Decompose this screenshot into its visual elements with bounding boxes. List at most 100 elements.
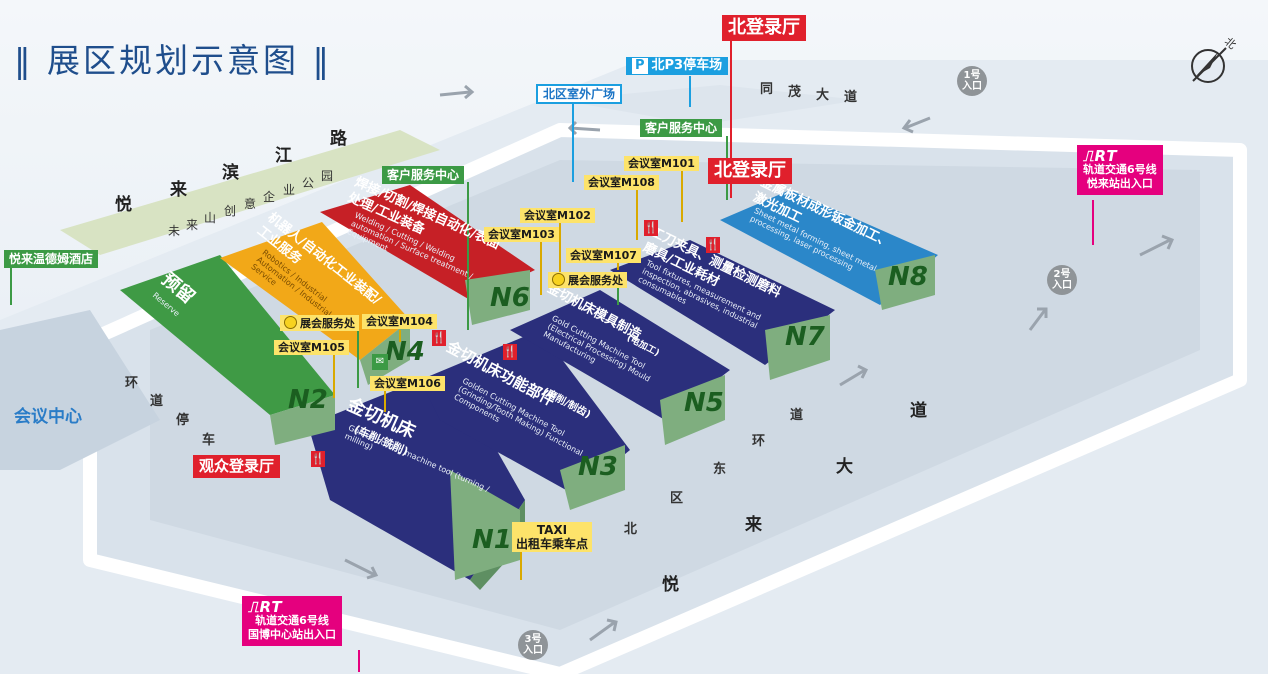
meeting-room-m108[interactable]: 会议室M108 — [584, 175, 659, 190]
hall-n8-number: N8 — [888, 262, 928, 292]
park-name-1: 未 — [168, 224, 181, 238]
road-ring-parking-3: 停 — [176, 413, 190, 428]
park-name-8: 公 — [302, 176, 315, 190]
road-east-ring-5: 道 — [790, 408, 804, 423]
park-name-6: 企 — [263, 190, 276, 204]
restaurant-icon: 🍴 — [432, 330, 446, 346]
road-tongmao-4: 道 — [844, 90, 858, 105]
entrance-2-line1: 2号 — [1053, 269, 1071, 280]
meeting-room-m103[interactable]: 会议室M103 — [484, 227, 559, 242]
service-point-north[interactable]: 展会服务处 — [548, 272, 627, 288]
meeting-room-m105[interactable]: 会议室M105 — [274, 340, 349, 355]
page-title-text: 展区规划示意图 — [47, 41, 299, 80]
road-binjiang-1: 悦 — [115, 195, 132, 215]
compass-icon — [1191, 47, 1227, 83]
service-point-south-label: 展会服务处 — [300, 317, 355, 330]
hall-n8[interactable] — [720, 190, 938, 310]
hall-n5-number: N5 — [684, 388, 724, 418]
post-office-icon: ✉ — [372, 354, 388, 370]
metro-guobo-station[interactable]: ⎍RT 轨道交通6号线 国博中心站出入口 — [242, 596, 342, 646]
hotel-label[interactable]: 悦来温德姆酒店 — [4, 250, 99, 268]
entrance-3-line1: 3号 — [524, 634, 542, 645]
road-tongmao-1: 同 — [760, 82, 774, 97]
road-east-ring-4: 环 — [752, 434, 766, 449]
road-arrows — [344, 84, 1175, 642]
road-binjiang-4: 江 — [275, 146, 292, 166]
meeting-room-m104[interactable]: 会议室M104 — [362, 314, 437, 329]
page-title: ‖ 展区规划示意图 ‖ — [14, 41, 332, 80]
customer-service-center-west[interactable]: 客户服务中心 — [382, 166, 465, 184]
hall-n3[interactable] — [420, 330, 630, 510]
hall-n2-number: N2 — [288, 385, 328, 415]
entrance-1-line2: 入口 — [962, 81, 982, 92]
park-name-9: 园 — [321, 169, 334, 183]
road-binjiang-3: 滨 — [222, 163, 239, 183]
meeting-room-m106[interactable]: 会议室M106 — [370, 376, 445, 391]
entrance-2-line2: 入口 — [1052, 280, 1072, 291]
entrance-3-line2: 入口 — [523, 645, 543, 656]
parking-icon: P — [632, 58, 648, 74]
north-registration-top[interactable]: 北登录厅 — [722, 15, 806, 41]
restaurant-icon: 🍴 — [706, 237, 720, 253]
north-outdoor-plaza[interactable]: 北区室外广场 — [536, 84, 623, 104]
hall-n7-number: N7 — [785, 322, 825, 352]
road-east-ring-1: 北 — [624, 522, 638, 537]
road-tongmao-3: 大 — [816, 88, 830, 103]
service-point-north-label: 展会服务处 — [568, 274, 623, 287]
meeting-room-m101[interactable]: 会议室M101 — [624, 156, 699, 171]
park-name-2: 来 — [186, 218, 199, 232]
road-binjiang-5: 路 — [330, 129, 347, 149]
road-ring-parking-2: 道 — [150, 394, 164, 409]
road-yuelai-4: 道 — [910, 401, 927, 421]
entrance-1-line1: 1号 — [963, 70, 981, 81]
road-yuelai-1: 悦 — [662, 575, 679, 595]
entrance-2[interactable]: 2号 入口 — [1047, 265, 1077, 295]
entrance-1[interactable]: 1号 入口 — [957, 66, 987, 96]
road-yuelai-3: 大 — [836, 457, 853, 477]
entrance-3[interactable]: 3号 入口 — [518, 630, 548, 660]
road-ring-parking-1: 环 — [125, 376, 139, 391]
metro-yuelai-line2: 悦来站出入口 — [1086, 177, 1153, 190]
road-east-ring-3: 东 — [713, 462, 727, 477]
parking-p3-label: 北P3停车场 — [651, 58, 723, 73]
meeting-room-m107[interactable]: 会议室M107 — [566, 248, 641, 263]
smile-icon — [552, 273, 565, 286]
taxi-stand[interactable]: TAXI 出租车乘车点 — [512, 522, 593, 552]
hall-n7[interactable] — [610, 240, 835, 380]
road-east-ring-2: 区 — [670, 491, 684, 506]
taxi-stand-line1: TAXI — [536, 523, 568, 537]
leader-lines-blue — [572, 76, 691, 182]
road-ring-parking-4: 车 — [202, 433, 216, 448]
park-name-7: 业 — [283, 183, 296, 197]
taxi-stand-line2: 出租车乘车点 — [516, 537, 589, 551]
north-registration-hall[interactable]: 北登录厅 — [708, 158, 792, 184]
metro-logo-icon: ⎍RT — [1083, 147, 1118, 165]
metro-yuelai-station[interactable]: ⎍RT 轨道交通6号线 悦来站出入口 — [1077, 145, 1163, 195]
convention-center-label: 会议中心 — [14, 407, 82, 427]
customer-service-center-north[interactable]: 客户服务中心 — [640, 119, 723, 137]
road-tongmao-2: 茂 — [788, 85, 802, 100]
hall-n4-number: N4 — [385, 337, 425, 367]
park-name-5: 意 — [244, 197, 257, 211]
hall-n6[interactable] — [320, 185, 535, 325]
hall-n3-number: N3 — [578, 452, 618, 482]
restaurant-icon: 🍴 — [311, 451, 325, 467]
restaurant-icon: 🍴 — [503, 344, 517, 360]
hall-n5[interactable] — [510, 290, 730, 445]
service-point-south[interactable]: 展会服务处 — [280, 315, 359, 331]
restaurant-icon: 🍴 — [644, 220, 658, 236]
metro-guobo-line2: 国博中心站出入口 — [248, 628, 336, 641]
visitor-registration-hall[interactable]: 观众登录厅 — [193, 455, 281, 478]
hall-n2[interactable] — [120, 255, 335, 445]
park-name-3: 山 — [204, 211, 217, 225]
park-name-4: 创 — [224, 204, 237, 218]
hall-n6-number: N6 — [490, 283, 530, 313]
meeting-room-m102[interactable]: 会议室M102 — [520, 208, 595, 223]
metro-guobo-line1: 轨道交通6号线 — [255, 614, 329, 627]
leader-lines-yellow — [333, 170, 683, 580]
metro-yuelai-line1: 轨道交通6号线 — [1083, 163, 1157, 176]
smile-icon — [284, 316, 297, 329]
